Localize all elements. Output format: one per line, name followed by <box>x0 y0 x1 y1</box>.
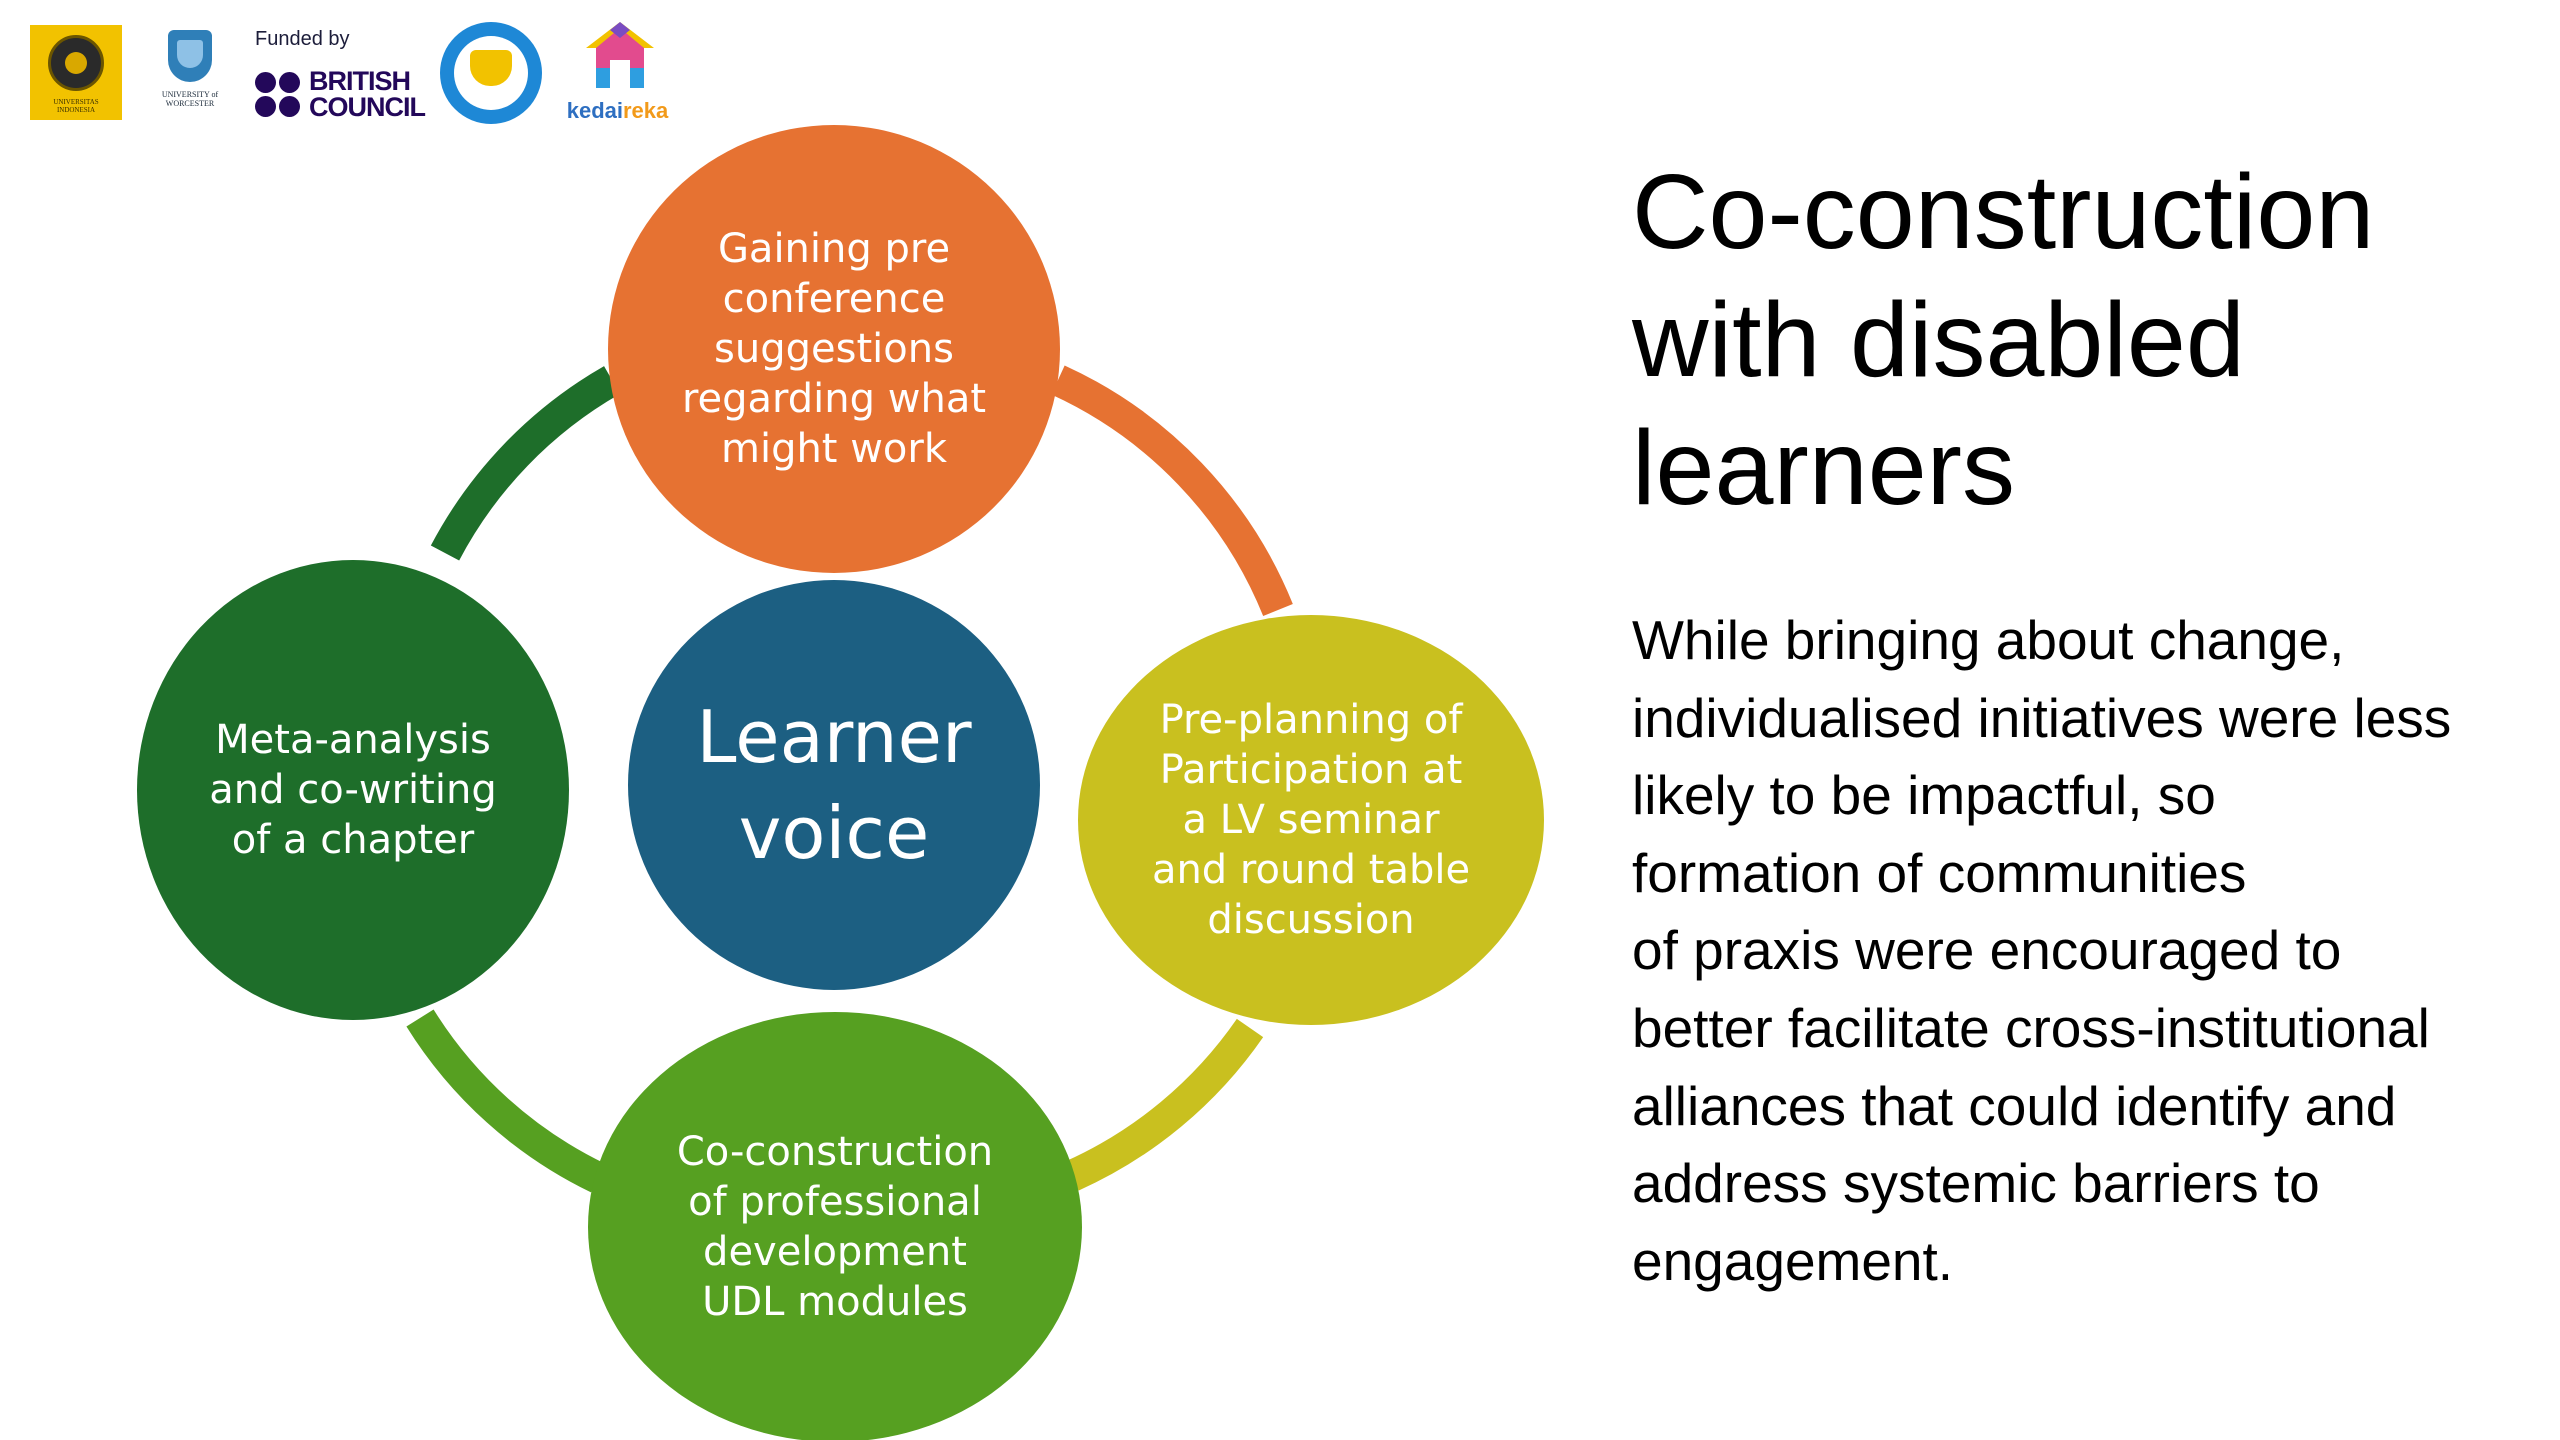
node-bottom-label: Co-construction of professional developm… <box>676 1129 994 1325</box>
cycle-ring <box>406 365 1293 1193</box>
kedaireka-logo: kedaireka <box>555 18 680 128</box>
logo-bar: UNIVERSITAS INDONESIA UNIVERSITY of WORC… <box>0 0 700 140</box>
universitas-indonesia-logo: UNIVERSITAS INDONESIA <box>30 25 122 120</box>
worcester-crest-icon <box>168 30 212 82</box>
ring-arc-bottom-right <box>1065 1018 1264 1191</box>
british-council-dots-icon <box>255 72 303 120</box>
kedaireka-suffix: reka <box>622 98 669 123</box>
kedaireka-wordmark: kedaireka <box>555 98 680 124</box>
node-pre-planning-participation: Pre-planning of Participation at a LV se… <box>1078 615 1544 1025</box>
node-learner-voice: Learner voice <box>628 580 1040 990</box>
cycle-diagram: Gaining pre conference suggestions regar… <box>137 125 1544 1440</box>
british-council-name: BRITISH COUNCIL <box>309 66 426 122</box>
kemendikbud-logo <box>440 22 542 124</box>
funded-by-label: Funded by <box>255 28 350 50</box>
ring-arc-top-right <box>1051 365 1293 617</box>
british-council-logo: Funded by BRITISH COUNCIL <box>255 28 435 123</box>
node-meta-analysis: Meta-analysis and co-writing of a chapte… <box>137 560 569 1020</box>
kedaireka-mark-icon <box>586 22 654 88</box>
node-pre-conference-suggestions: Gaining pre conference suggestions regar… <box>608 125 1060 573</box>
slide-title: Co-construction with disabled learners <box>1632 153 2375 527</box>
university-of-worcester-caption: UNIVERSITY of WORCESTER <box>161 90 219 108</box>
node-right-label: Pre-planning of Participation at a LV se… <box>1151 697 1471 943</box>
university-of-worcester-logo: UNIVERSITY of WORCESTER <box>150 28 230 120</box>
tut-wuri-handayani-emblem-icon <box>440 22 542 124</box>
ring-arc-bottom-left <box>406 1009 606 1193</box>
university-seal-icon <box>48 35 104 91</box>
node-center-label: Learner voice <box>696 695 972 875</box>
ring-arc-top-left <box>430 366 620 561</box>
node-udl-modules: Co-construction of professional developm… <box>588 1012 1082 1440</box>
universitas-indonesia-caption: UNIVERSITAS INDONESIA <box>53 98 99 114</box>
node-left-label: Meta-analysis and co-writing of a chapte… <box>209 717 497 863</box>
node-top-label: Gaining pre conference suggestions regar… <box>681 226 987 472</box>
kedaireka-prefix: kedai <box>566 98 623 123</box>
slide-body: While bringing about change, individuali… <box>1632 609 2452 1292</box>
